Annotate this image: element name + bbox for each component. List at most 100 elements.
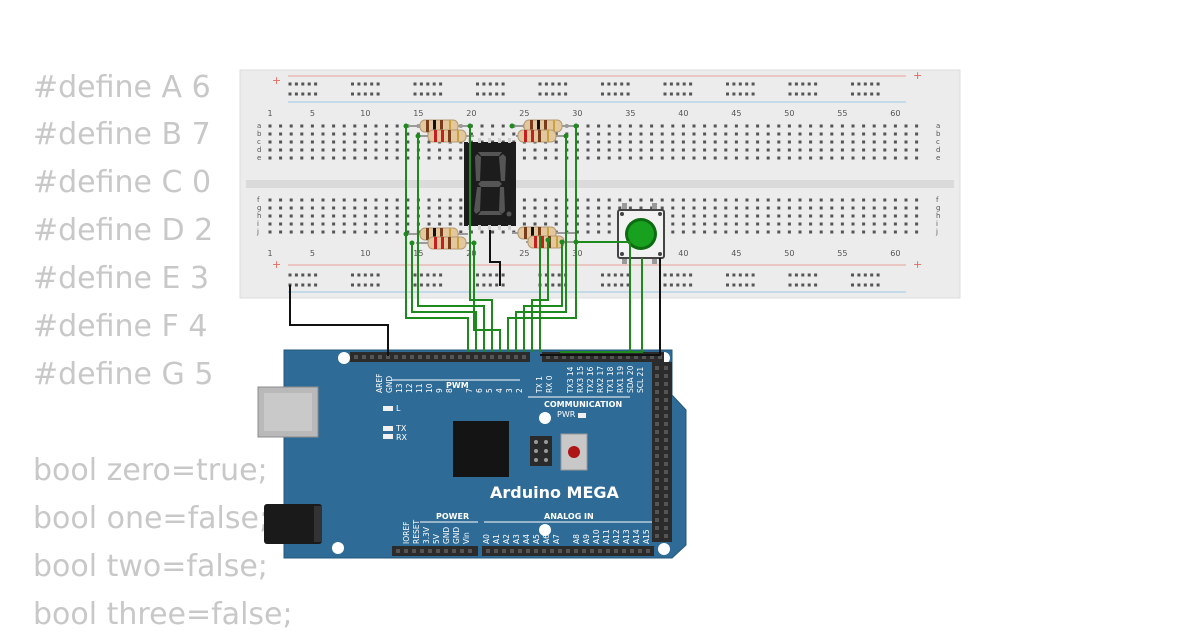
hole (501, 132, 505, 136)
hole (522, 214, 526, 218)
rail-hole (751, 283, 755, 287)
header-pin (362, 355, 366, 359)
hole (279, 198, 283, 202)
rail-hole (863, 273, 867, 277)
hole (279, 206, 283, 210)
rail-hole (413, 82, 417, 86)
hole (734, 132, 738, 136)
header-pin (655, 422, 659, 426)
hole (395, 222, 399, 226)
hole (342, 148, 346, 152)
resistor (526, 235, 576, 249)
hole (491, 230, 495, 234)
rail-hole (870, 92, 874, 96)
rail-hole (301, 92, 305, 96)
hole (671, 140, 675, 144)
rail-hole (669, 92, 673, 96)
hole (703, 140, 707, 144)
hole (713, 222, 717, 226)
code-line: #define E 3 (33, 261, 210, 296)
rail-hole (676, 92, 680, 96)
header-pin (655, 454, 659, 458)
hole (321, 132, 325, 136)
hole (353, 230, 357, 234)
hole (385, 156, 389, 160)
pin-label: A7 (552, 534, 561, 544)
hole (575, 222, 579, 226)
mounting-hole (658, 543, 670, 555)
header-pin (550, 549, 554, 553)
hole (787, 206, 791, 210)
hole (544, 156, 548, 160)
hole (395, 140, 399, 144)
rail-hole (351, 283, 354, 287)
hole (607, 124, 611, 128)
hole (650, 132, 654, 136)
header-pin (602, 355, 606, 359)
led-rx-label: RX (396, 433, 408, 442)
hole (713, 156, 717, 160)
rail-hole (376, 273, 380, 277)
hole (300, 156, 304, 160)
hole (300, 214, 304, 218)
hole (597, 148, 601, 152)
rail-hole (419, 273, 423, 277)
hole (734, 148, 738, 152)
column-number: 25 (519, 249, 529, 258)
header-pin (664, 462, 668, 466)
header-pin (558, 549, 562, 553)
rail-hole (751, 92, 755, 96)
rail-hole (738, 283, 742, 287)
header-pin (655, 462, 659, 466)
hole (406, 156, 410, 160)
hole (798, 198, 802, 202)
pin-label: SDA 20 (626, 365, 635, 393)
hole (374, 230, 378, 234)
hole (872, 156, 876, 160)
hole (353, 222, 357, 226)
rail-hole (564, 82, 568, 86)
rail-hole (682, 82, 686, 86)
header-pin (664, 478, 668, 482)
hole (385, 230, 389, 234)
hole (544, 206, 548, 210)
hole (363, 140, 367, 144)
hole (289, 156, 293, 160)
hole (300, 206, 304, 210)
pin-label: GND (385, 376, 394, 393)
header-pin (444, 549, 448, 553)
hole (363, 206, 367, 210)
hole (639, 132, 643, 136)
hole (660, 124, 664, 128)
hole (289, 124, 293, 128)
rail-hole (288, 82, 292, 86)
rail-hole (814, 273, 818, 277)
header-pin (655, 406, 659, 410)
hole (586, 156, 590, 160)
hole (289, 230, 293, 234)
hole (692, 148, 696, 152)
row-letter: b (257, 130, 262, 138)
hole (650, 140, 654, 144)
rail-hole (745, 92, 749, 96)
hole (883, 148, 887, 152)
pin-label: AREF (375, 374, 384, 393)
header-pin (642, 355, 646, 359)
rail-hole (357, 273, 361, 277)
hole (639, 148, 643, 152)
column-number: 1 (267, 249, 272, 258)
rail-hole (544, 82, 548, 86)
column-number: 50 (784, 109, 794, 118)
header-pin (542, 549, 546, 553)
rail-hole (814, 283, 818, 287)
hole (406, 230, 410, 234)
rail-hole (432, 273, 436, 277)
hole (893, 230, 897, 234)
hole (809, 148, 813, 152)
hole (915, 156, 919, 160)
hole (459, 198, 463, 202)
hole (692, 198, 696, 202)
hole (597, 222, 601, 226)
hole (703, 148, 707, 152)
header-pin (655, 478, 659, 482)
